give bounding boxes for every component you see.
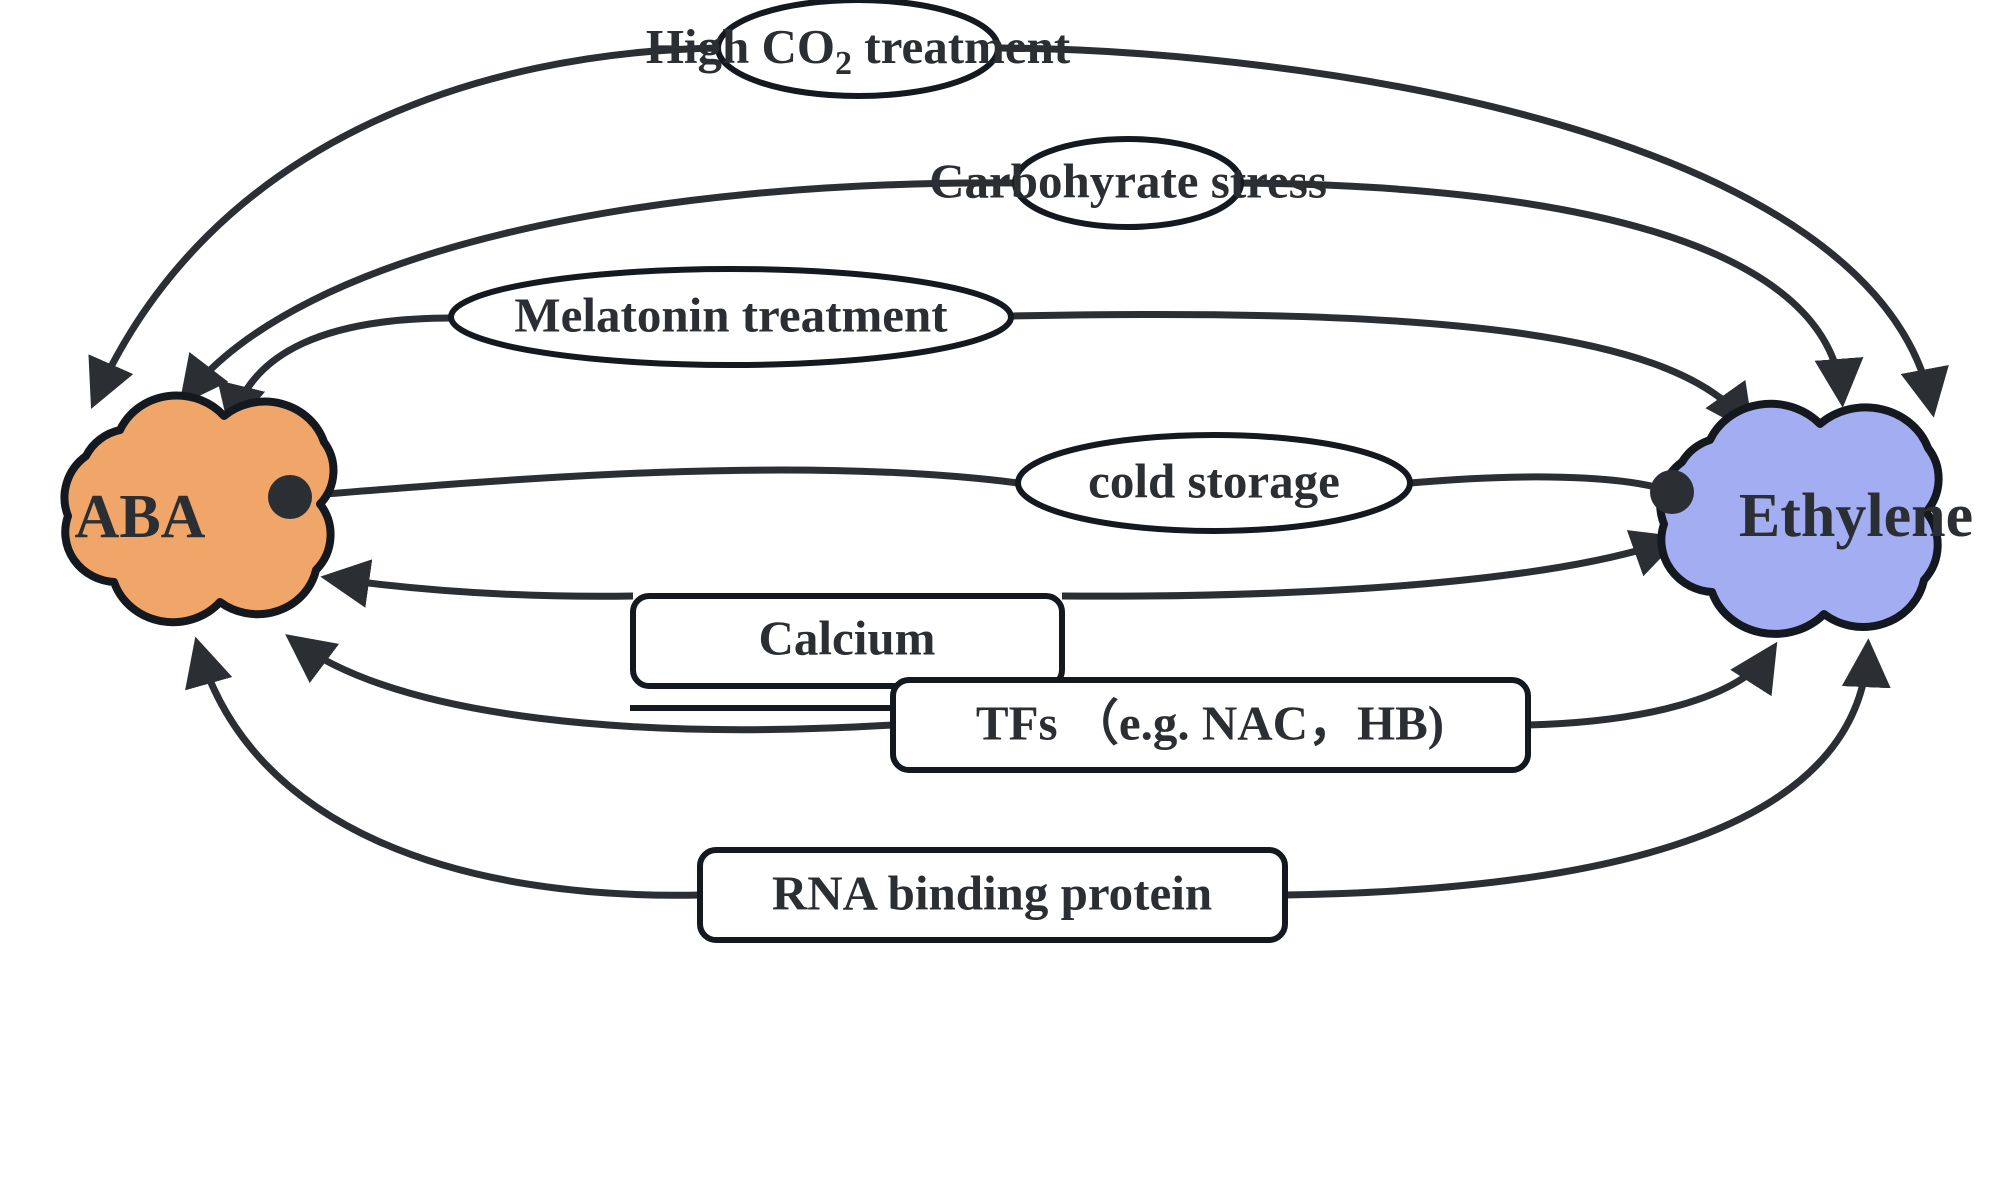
edge-rna-binding-protein-to-aba xyxy=(185,636,701,899)
high-co2-ellipse xyxy=(715,0,1001,99)
calcium-label: Calcium xyxy=(759,610,936,665)
node-high-co2[interactable]: High CO2 treatment xyxy=(646,0,1071,99)
edge-cold-storage-to-aba xyxy=(289,466,1019,501)
edge-tfs-to-ethylene xyxy=(1527,641,1778,729)
rna-binding-protein-body xyxy=(697,847,1288,943)
node-ethylene[interactable]: Ethylene xyxy=(1656,399,1973,638)
carbohydrate-stress-label: Carbohyrate stress xyxy=(929,153,1327,208)
edge-carbohydrate-stress-to-aba xyxy=(179,179,1016,406)
high-co2-label-tail: treatment xyxy=(852,19,1071,74)
calcium-body xyxy=(630,593,1065,689)
edge-melatonin-to-ethylene xyxy=(1009,311,1754,434)
aba-cloud-shape xyxy=(60,391,338,627)
edge-calcium-to-aba xyxy=(320,559,634,608)
node-melatonin[interactable]: Melatonin treatment xyxy=(448,266,1014,368)
edge-high-co2-to-ethylene xyxy=(999,44,1949,418)
cold-storage-ellipse xyxy=(1015,432,1413,534)
edge-calcium-to-ethylene xyxy=(1061,530,1682,600)
high-co2-label: High CO2 treatment xyxy=(646,19,1071,82)
node-tfs[interactable]: TFs （e.g. NAC，HB) xyxy=(890,677,1531,773)
inhibit-dot-aba xyxy=(268,475,312,519)
node-carbohydrate-stress[interactable]: Carbohyrate stress xyxy=(929,136,1327,230)
edge-high-co2-to-aba xyxy=(88,44,719,409)
high-co2-label-main: High CO xyxy=(646,19,835,74)
ethylene-label: Ethylene xyxy=(1739,482,1973,550)
edge-tfs-to-aba xyxy=(285,634,894,734)
node-calcium[interactable]: Calcium xyxy=(630,593,1065,712)
rna-binding-protein-label: RNA binding protein xyxy=(772,865,1212,920)
edge-rna-binding-protein-to-ethylene xyxy=(1284,638,1891,899)
tfs-label: TFs （e.g. NAC，HB) xyxy=(976,695,1444,750)
edge-carbohydrate-stress-to-ethylene xyxy=(1239,179,1864,408)
cold-storage-label: cold storage xyxy=(1088,453,1340,508)
inhibit-dot-ethylene xyxy=(1650,470,1694,514)
edge-layer xyxy=(88,44,1949,899)
node-cold-storage[interactable]: cold storage xyxy=(1015,432,1413,534)
melatonin-label: Melatonin treatment xyxy=(514,287,948,342)
node-rna-binding-protein[interactable]: RNA binding protein xyxy=(697,847,1288,943)
carbohydrate-stress-ellipse xyxy=(1012,136,1244,230)
melatonin-ellipse xyxy=(448,266,1014,368)
edge-cold-storage-to-ethylene xyxy=(1409,473,1674,496)
edge-melatonin-to-aba xyxy=(217,314,453,434)
ethylene-cloud-shape xyxy=(1656,399,1943,638)
high-co2-label-sub: 2 xyxy=(835,45,852,82)
aba-label: ABA xyxy=(75,483,206,551)
tfs-body xyxy=(890,677,1531,773)
node-aba[interactable]: ABA xyxy=(60,391,338,627)
